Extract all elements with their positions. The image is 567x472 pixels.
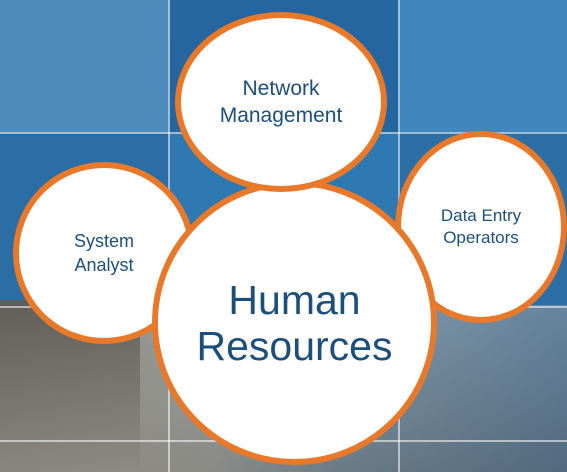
- center-label-line: Resources: [196, 322, 393, 369]
- node-label-line: System: [73, 231, 134, 251]
- node-human-resources: Human Resources: [152, 180, 437, 465]
- node-label: Data Entry Operators: [441, 205, 521, 249]
- node-label: System Analyst: [74, 229, 134, 277]
- node-label-line: Management: [219, 104, 343, 127]
- node-label-line: Analyst: [74, 255, 134, 275]
- node-network-management: Network Management: [175, 12, 387, 192]
- background-tile: [0, 0, 168, 132]
- node-label-line: Data Entry: [440, 206, 522, 225]
- background-tile: [400, 0, 567, 132]
- node-label-line: Operators: [443, 228, 519, 247]
- center-label: Human Resources: [197, 277, 393, 369]
- center-label-line: Human: [228, 276, 361, 323]
- node-label: Network Management: [220, 75, 343, 129]
- node-label-line: Network: [242, 77, 320, 100]
